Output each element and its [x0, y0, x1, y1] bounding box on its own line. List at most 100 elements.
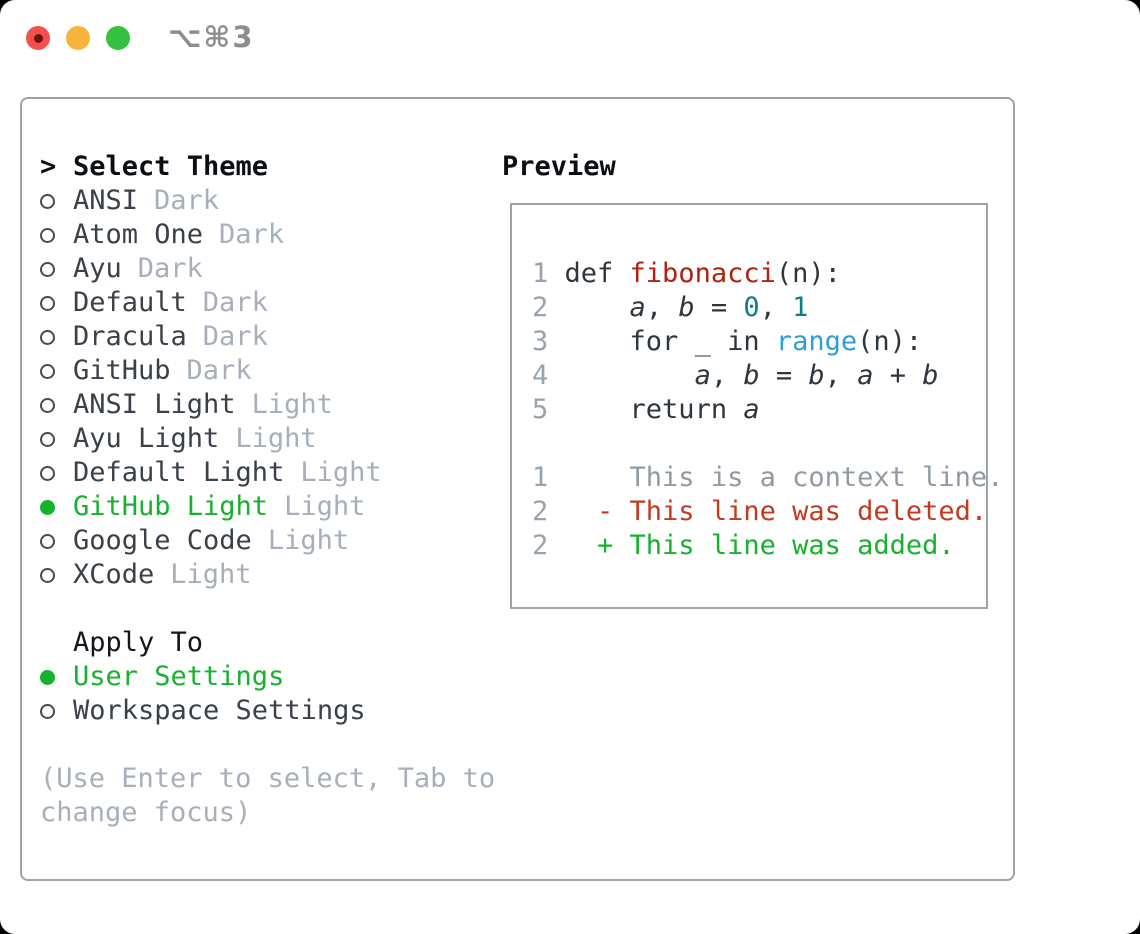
- spacer: [40, 592, 510, 626]
- code-segment-add: + This line was added.: [548, 530, 955, 561]
- theme-list-column: > Select Theme ANSI Dark Atom One Dark A…: [40, 150, 510, 830]
- code-segment-var: a: [629, 292, 646, 323]
- code-segment-code: [548, 292, 629, 323]
- theme-option[interactable]: ANSI Light Light: [40, 388, 510, 422]
- apply-to-option[interactable]: Workspace Settings: [40, 694, 510, 728]
- radio-marker: [40, 295, 73, 311]
- theme-option-tag: Dark: [202, 287, 268, 318]
- theme-option-tag: Dark: [154, 185, 220, 216]
- preview-code-line: 5 return a: [532, 393, 1003, 427]
- apply-to-option[interactable]: User Settings: [40, 660, 510, 694]
- theme-option[interactable]: Google Code Light: [40, 524, 510, 558]
- apply-to-heading: Apply To: [40, 626, 510, 660]
- apply-to-option-label: User Settings: [73, 661, 285, 692]
- code-segment-code: for _ in: [548, 326, 776, 357]
- theme-option-label: Ayu: [73, 253, 122, 284]
- theme-option-label: Default Light: [73, 457, 285, 488]
- code-segment-num: 2: [532, 292, 549, 323]
- theme-option-label: GitHub: [73, 355, 171, 386]
- section-title: Select Theme: [73, 151, 269, 182]
- radio-marker: [40, 533, 73, 549]
- theme-option-label: Google Code: [73, 525, 252, 556]
- radio-marker: [40, 193, 73, 209]
- code-segment-code: return: [548, 394, 744, 425]
- code-segment-var: b: [922, 360, 939, 391]
- code-segment-num: 3: [532, 326, 549, 357]
- preview-code-line: 2 - This line was deleted.: [532, 495, 1003, 529]
- code-segment-lit: 0: [743, 292, 760, 323]
- code-segment-var: b: [808, 360, 825, 391]
- apply-to-list: User Settings Workspace Settings: [40, 660, 510, 728]
- preview-code-line: 1 def fibonacci(n):: [532, 257, 1003, 291]
- preview-heading: Preview: [502, 151, 616, 182]
- theme-option-tag: Light: [267, 525, 350, 556]
- radio-circle-icon: [40, 363, 55, 379]
- spacer: [40, 728, 510, 762]
- window-title-shortcut: ⌥⌘3: [168, 20, 255, 54]
- theme-option-label: ANSI Light: [73, 389, 236, 420]
- radio-circle-icon: [40, 295, 55, 311]
- theme-option[interactable]: GitHub Dark: [40, 354, 510, 388]
- radio-marker: [40, 703, 73, 719]
- radio-circle-icon: [40, 261, 55, 277]
- theme-option[interactable]: Ayu Dark: [40, 252, 510, 286]
- theme-option[interactable]: Default Dark: [40, 286, 510, 320]
- radio-marker: [40, 363, 73, 379]
- code-segment-code: =: [694, 292, 744, 323]
- theme-option-tag: Dark: [186, 355, 252, 386]
- theme-option-label: ANSI: [73, 185, 139, 216]
- theme-option-tag: Light: [170, 559, 252, 590]
- close-button[interactable]: [26, 26, 50, 50]
- code-segment-num: 5: [532, 394, 549, 425]
- radio-circle-icon: [40, 499, 55, 515]
- theme-option-tag: Dark: [219, 219, 285, 250]
- code-segment-code: =: [759, 360, 809, 391]
- titlebar: ⌥⌘3: [0, 0, 1140, 97]
- theme-picker-dialog: > Select Theme ANSI Dark Atom One Dark A…: [20, 97, 1015, 881]
- radio-marker: [40, 261, 73, 277]
- theme-option[interactable]: Default Light Light: [40, 456, 510, 490]
- code-segment-num: 1: [532, 462, 549, 493]
- theme-option[interactable]: ANSI Dark: [40, 184, 510, 218]
- theme-option-label: Dracula: [73, 321, 187, 352]
- radio-marker: [40, 499, 73, 515]
- code-segment-var: b: [678, 292, 695, 323]
- radio-marker: [40, 431, 73, 447]
- preview-code-line: 1 This is a context line.: [532, 461, 1003, 495]
- code-segment-var: b: [743, 360, 760, 391]
- radio-marker: [40, 397, 73, 413]
- radio-circle-icon: [40, 193, 55, 209]
- code-segment-code: def: [548, 258, 630, 289]
- code-segment-lit: 1: [792, 292, 809, 323]
- theme-option-label: XCode: [73, 559, 155, 590]
- code-segment-code: +: [873, 360, 923, 391]
- theme-option-label: Atom One: [73, 219, 204, 250]
- theme-option-tag: Dark: [137, 253, 203, 284]
- radio-marker: [40, 669, 73, 685]
- radio-circle-icon: [40, 329, 55, 345]
- theme-option[interactable]: XCode Light: [40, 558, 510, 592]
- apply-to-option-label: Workspace Settings: [73, 695, 366, 726]
- theme-option-tag: Light: [300, 457, 382, 488]
- theme-option-tag: Light: [251, 389, 333, 420]
- radio-circle-icon: [40, 533, 55, 549]
- radio-circle-icon: [40, 567, 55, 583]
- theme-option[interactable]: GitHub Light Light: [40, 490, 510, 524]
- preview-code-line: 2 a, b = 0, 1: [532, 291, 1003, 325]
- theme-option[interactable]: Atom One Dark: [40, 218, 510, 252]
- theme-option[interactable]: Dracula Dark: [40, 320, 510, 354]
- radio-circle-icon: [40, 669, 55, 685]
- traffic-lights: [26, 26, 130, 50]
- radio-circle-icon: [40, 431, 55, 447]
- preview-code-line: 4 a, b = b, a + b: [532, 359, 1003, 393]
- minimize-button[interactable]: [66, 26, 90, 50]
- theme-option-label: Ayu Light: [73, 423, 220, 454]
- code-segment-code: ,: [759, 292, 793, 323]
- zoom-button[interactable]: [106, 26, 130, 50]
- code-segment-var: a: [694, 360, 711, 391]
- theme-option-tag: Light: [235, 423, 317, 454]
- radio-marker: [40, 465, 73, 481]
- theme-option[interactable]: Ayu Light Light: [40, 422, 510, 456]
